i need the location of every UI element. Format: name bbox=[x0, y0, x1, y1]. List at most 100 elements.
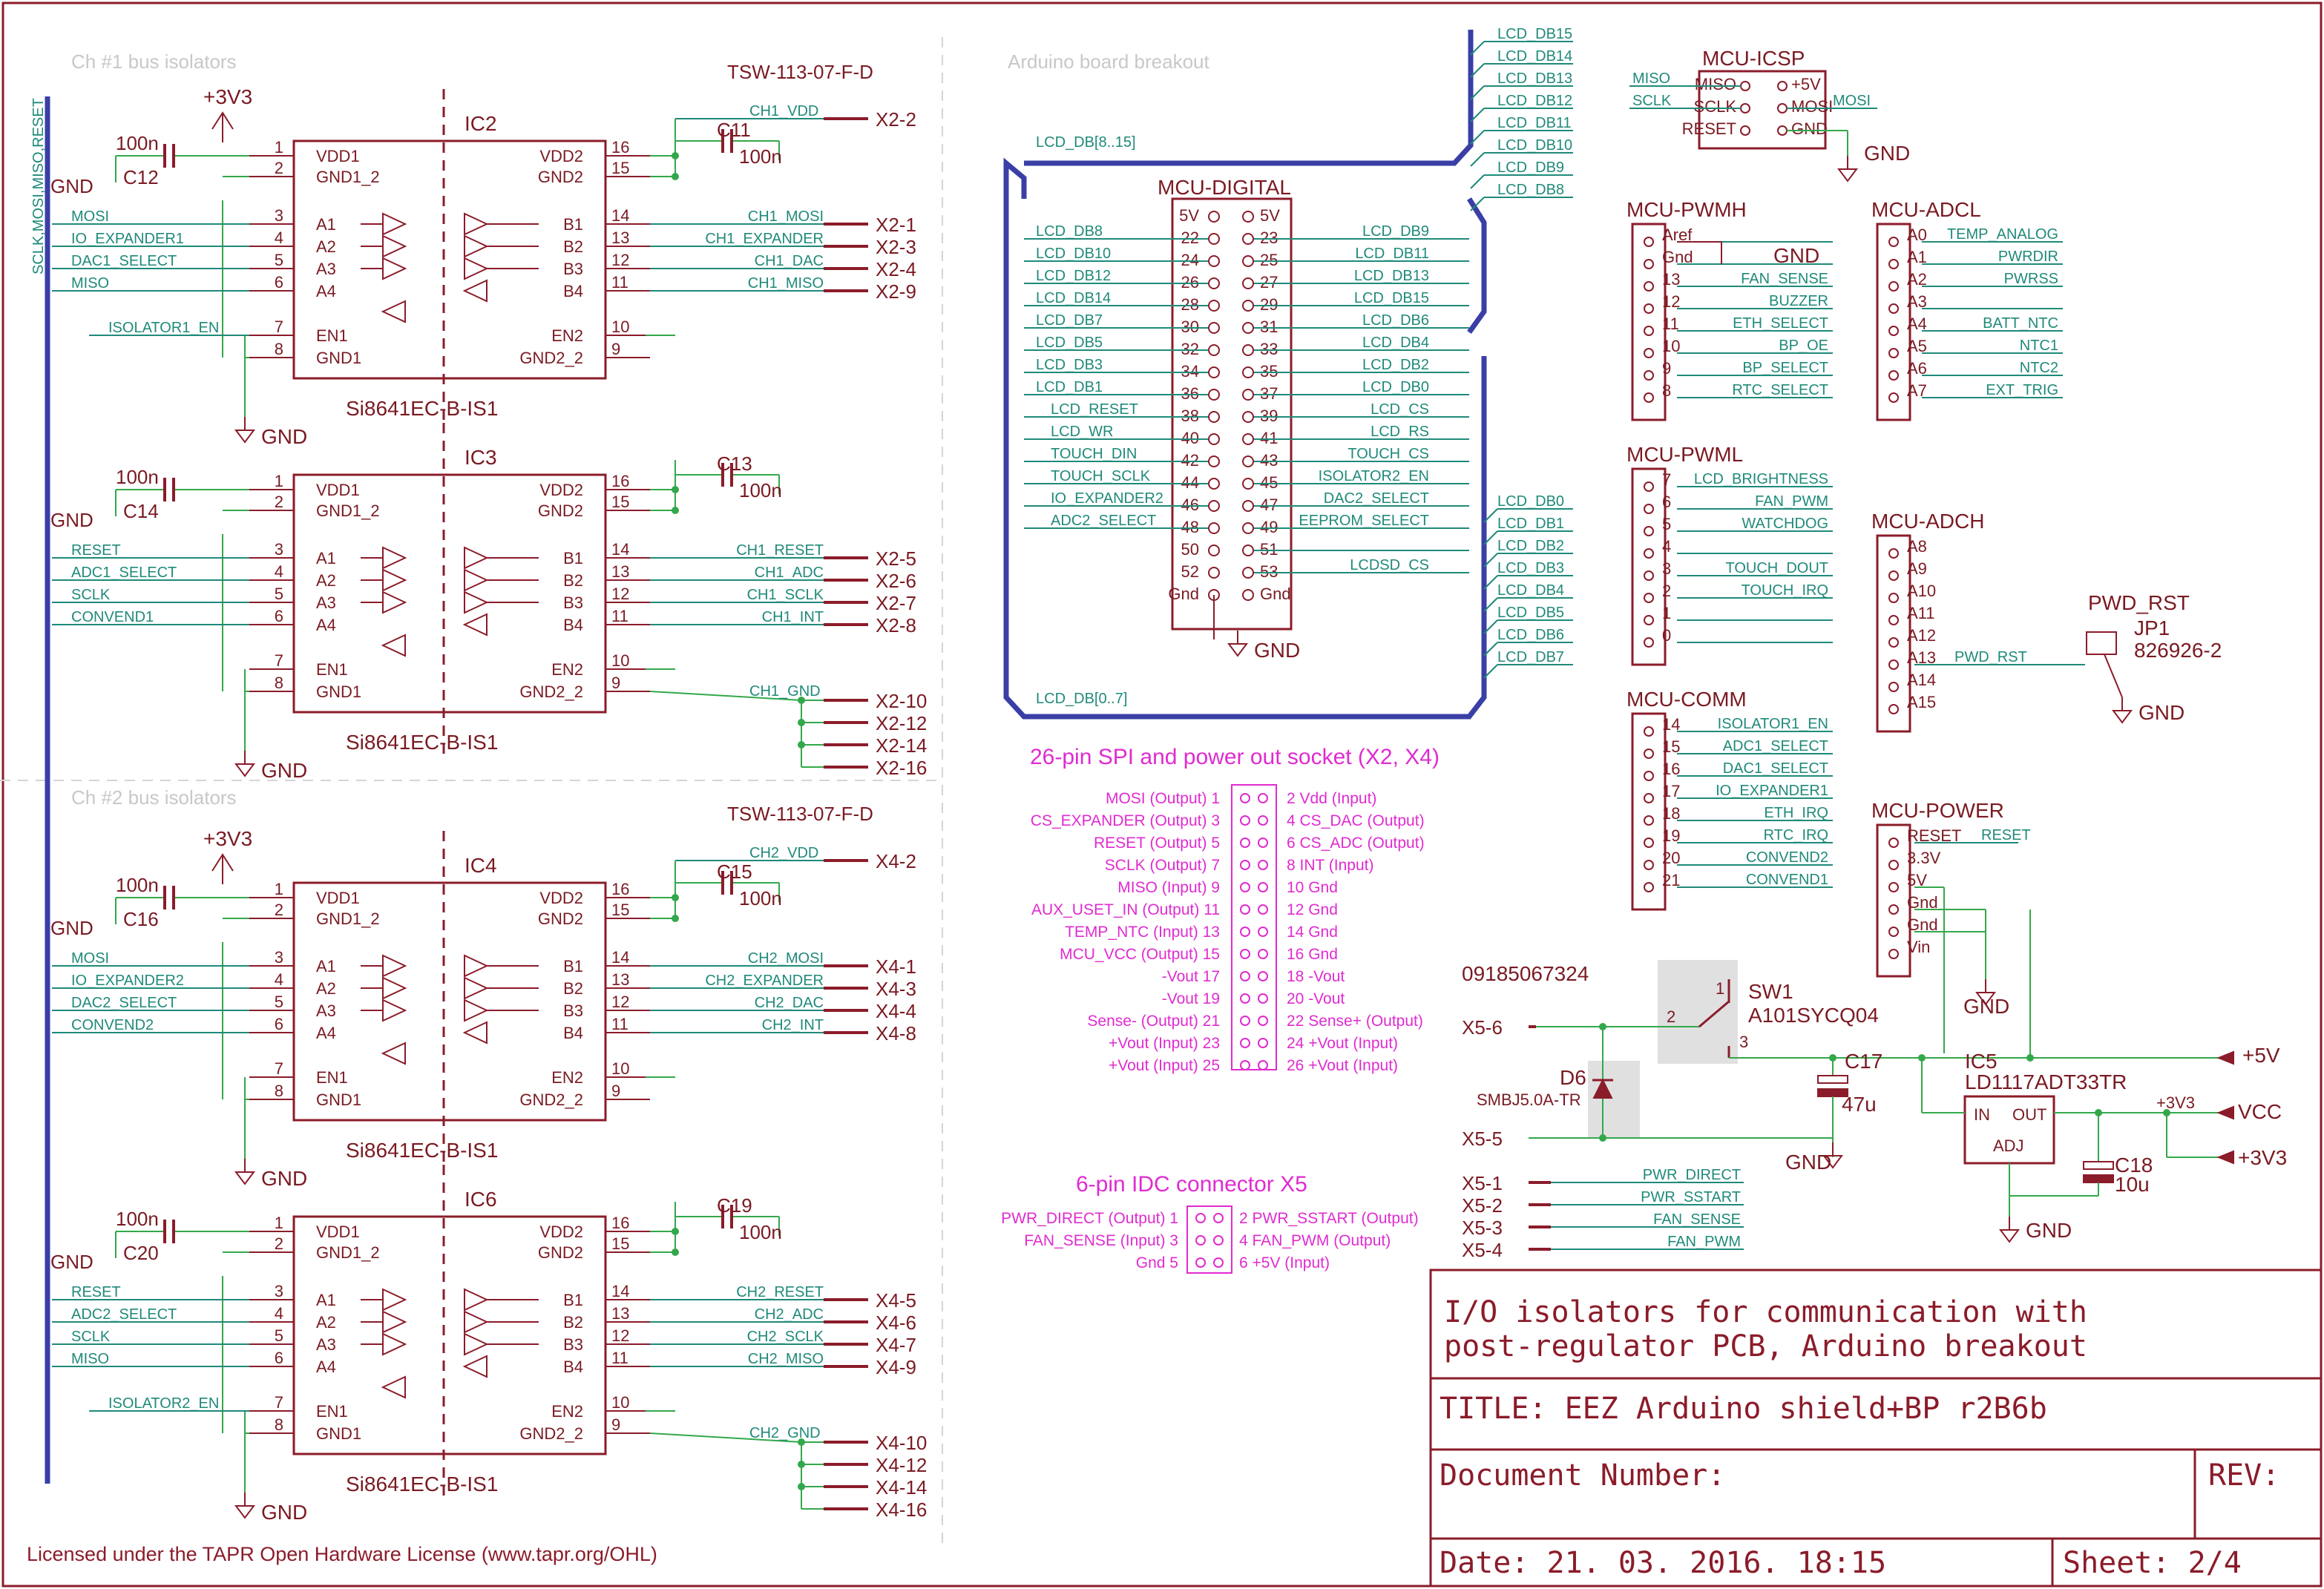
pin-number: 14 bbox=[611, 540, 629, 559]
net-label: LCD_DB1 bbox=[1036, 379, 1103, 395]
connector-pin-label: X4-7 bbox=[876, 1334, 916, 1356]
pin-number: 7 bbox=[275, 1393, 283, 1412]
net-label: LCD_DB4 bbox=[1362, 335, 1429, 351]
junction-dot bbox=[2026, 1054, 2034, 1062]
pin-number: 5 bbox=[275, 585, 283, 603]
pin-name: B1 bbox=[563, 957, 583, 976]
pin-name: A1 bbox=[316, 1291, 336, 1309]
pin-name: B1 bbox=[563, 1291, 583, 1309]
net-label: CONVEND2 bbox=[71, 1017, 154, 1033]
net-label: LCD_DB4 bbox=[1497, 582, 1564, 599]
socket-pin bbox=[1258, 1038, 1268, 1048]
net-label: DAC2_SELECT bbox=[1324, 490, 1429, 507]
bus-entry bbox=[1470, 152, 1485, 167]
ground-symbol bbox=[1837, 168, 1858, 182]
net-label: PWD_RST bbox=[1954, 649, 2027, 665]
pin-number: 15 bbox=[611, 159, 629, 177]
buffer-triangle-icon bbox=[382, 257, 407, 280]
pin-number: 49 bbox=[1260, 518, 1278, 536]
connector-pin-label: X4-14 bbox=[876, 1476, 927, 1498]
pin-number: 11 bbox=[611, 607, 628, 625]
socket-pin bbox=[1240, 1038, 1250, 1048]
net-label: LCD_DB10 bbox=[1036, 246, 1111, 262]
net-label: WATCHDOG bbox=[1742, 516, 1828, 532]
header-pin-right bbox=[1242, 233, 1254, 245]
cap-value: 100n bbox=[739, 887, 782, 909]
pin-name: A5 bbox=[1907, 337, 1927, 355]
net-label: LCD_DB0 bbox=[1362, 379, 1429, 395]
diode-part: SMBJ5.0A-TR bbox=[1477, 1090, 1581, 1109]
pin-name: 10 bbox=[1662, 337, 1680, 355]
pin-number: 34 bbox=[1181, 362, 1199, 381]
net-label: PWR_SSTART bbox=[1641, 1189, 1741, 1205]
net-label: MOSI bbox=[71, 950, 109, 967]
socket-pin-left: -Vout 17 bbox=[1162, 968, 1220, 985]
pin-name: A1 bbox=[316, 957, 336, 976]
cap-ref: C19 bbox=[717, 1194, 752, 1217]
pwml-title: MCU-PWML bbox=[1627, 443, 1743, 466]
net-label: LCD_DB7 bbox=[1036, 312, 1103, 329]
cap-ref: C18 bbox=[2115, 1154, 2153, 1177]
header-pin bbox=[1644, 860, 1654, 870]
pin-name: VDD2 bbox=[539, 147, 583, 165]
header-pin-left bbox=[1208, 545, 1220, 556]
pin-number: 41 bbox=[1260, 429, 1278, 447]
socket-pin bbox=[1240, 882, 1250, 892]
net-label: LCD_DB6 bbox=[1362, 312, 1429, 329]
cap-ref: C16 bbox=[123, 908, 159, 930]
net-label: CH1_MOSI bbox=[748, 208, 824, 225]
socket-pin-right: 18 -Vout bbox=[1287, 968, 1345, 985]
header-pin-left bbox=[1208, 322, 1220, 334]
pin-name: EN1 bbox=[316, 326, 348, 345]
adcl-body bbox=[1876, 223, 1911, 421]
adcl-title: MCU-ADCL bbox=[1871, 198, 1981, 221]
pin-name: A11 bbox=[1907, 604, 1935, 622]
pin-number: 6 bbox=[275, 273, 283, 292]
junction-dot bbox=[798, 697, 805, 704]
net-label: CH1_RESET bbox=[736, 542, 824, 559]
bus-label: LCD_DB[8..15] bbox=[1036, 134, 1136, 151]
pin-name: A7 bbox=[1907, 381, 1927, 400]
net-label: PWR_DIRECT bbox=[1643, 1167, 1741, 1183]
net-label: LCD_DB7 bbox=[1497, 649, 1564, 665]
pin-name: A1 bbox=[316, 215, 336, 234]
junction-dot bbox=[672, 173, 679, 180]
pin-number: 11 bbox=[611, 1015, 628, 1033]
buffer-triangle-icon bbox=[464, 546, 489, 570]
cap-value: 100n bbox=[116, 1208, 159, 1230]
connector-pin-label: X5-6 bbox=[1462, 1016, 1503, 1039]
pin-number: 5 bbox=[275, 251, 283, 269]
pin-name: 18 bbox=[1662, 804, 1680, 823]
bus-entry bbox=[1483, 530, 1498, 545]
regulator-ref: IC5 bbox=[1965, 1050, 1998, 1073]
bus-entry bbox=[1470, 85, 1485, 100]
pin-number: 6 bbox=[275, 1349, 283, 1367]
cap-ref: C11 bbox=[717, 119, 751, 141]
pwmh-title: MCU-PWMH bbox=[1627, 198, 1747, 221]
pin-number: 2 bbox=[275, 493, 283, 511]
connector-pin-label: X5-4 bbox=[1462, 1239, 1503, 1261]
net-label: LCD_DB0 bbox=[1497, 493, 1564, 510]
net-label: IO_EXPANDER1 bbox=[71, 231, 184, 247]
adch-title: MCU-ADCH bbox=[1871, 510, 1984, 533]
header-pin-left bbox=[1208, 233, 1220, 245]
buffer-triangle-icon bbox=[382, 590, 407, 614]
idc-pin-left: Gnd 5 bbox=[1136, 1254, 1178, 1271]
supply-label: +3V3 bbox=[203, 827, 252, 850]
pin-number: 50 bbox=[1181, 540, 1199, 559]
header-pin bbox=[1644, 548, 1654, 559]
pin-name: 19 bbox=[1662, 826, 1680, 845]
header-pin bbox=[1644, 348, 1654, 358]
socket-pin bbox=[1240, 949, 1250, 959]
isolator-part: Si8641EC-B-IS1 bbox=[346, 397, 498, 420]
bus-entry bbox=[1483, 619, 1498, 634]
socket-pin bbox=[1258, 838, 1268, 848]
cap-value: 100n bbox=[116, 132, 159, 154]
socket-pin-right: 4 CS_DAC (Output) bbox=[1287, 812, 1425, 829]
net-label: MISO bbox=[71, 1351, 109, 1367]
pin-name: A4 bbox=[316, 616, 336, 634]
header-pin-right bbox=[1242, 389, 1254, 401]
pin-name: B1 bbox=[563, 215, 583, 234]
junction-dot bbox=[2095, 1109, 2102, 1116]
buffer-triangle-icon bbox=[464, 212, 489, 236]
